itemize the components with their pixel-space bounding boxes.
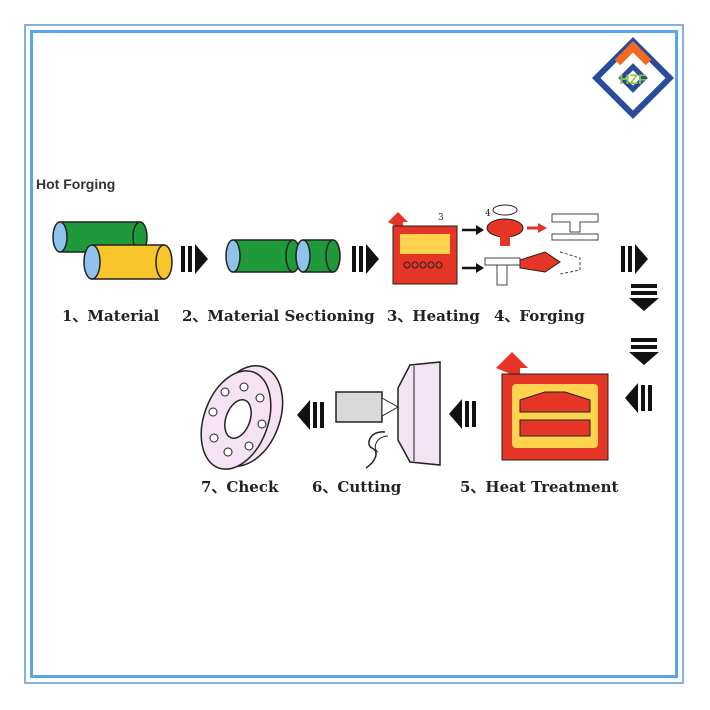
flow-arrow-left-1 — [625, 383, 652, 413]
step-label-cutting: 6、Cutting — [312, 478, 402, 496]
forging-mark: 4 — [485, 209, 491, 219]
step-label-material: 1、Material — [62, 307, 160, 325]
step-label-heating: 3、Heating — [387, 307, 480, 325]
flow-arrow-1 — [181, 244, 208, 274]
heating-furnace: 3 — [388, 212, 458, 285]
step-label-check: 7、Check — [201, 478, 279, 496]
heating-mark: 3 — [438, 213, 444, 223]
hzf-logo: HZF — [591, 36, 675, 120]
step-label-forging: 4、Forging — [494, 307, 585, 325]
flow-arrow-down-2 — [629, 338, 659, 365]
flow-arrow-right-3 — [621, 244, 648, 274]
inner-frame — [30, 30, 678, 678]
flow-arrow-down-1 — [629, 284, 659, 311]
heat-treatment-furnace — [496, 352, 609, 461]
step-label-heat-treatment: 5、Heat Treatment — [460, 478, 619, 496]
step-label-material-sectioning: 2、Material Sectioning — [182, 307, 375, 325]
forging-dies: 4 — [484, 204, 599, 286]
cutting-machine — [335, 361, 441, 469]
flow-arrow-left-3 — [297, 400, 324, 430]
outer-frame — [24, 24, 684, 684]
sectioned-billets — [225, 239, 341, 273]
logo-text: HZF — [619, 71, 647, 87]
page-title: Hot Forging — [36, 176, 116, 192]
heating-to-forging-arrows — [462, 225, 484, 273]
flange-part — [200, 365, 284, 470]
flow-arrow-2 — [352, 244, 379, 274]
flow-arrow-left-2 — [449, 399, 476, 429]
material-billets — [52, 221, 173, 280]
